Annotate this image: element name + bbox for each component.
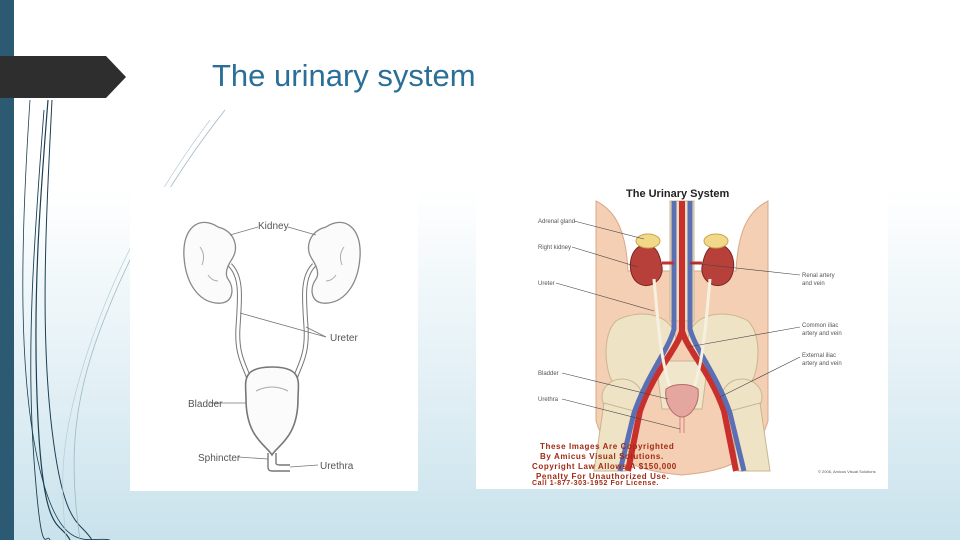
label-right-kidney: Right kidney <box>538 245 571 251</box>
label-adrenal-gland: Adrenal gland <box>538 219 575 225</box>
decorative-swoosh-lines <box>22 99 226 540</box>
urinary-diagram-detailed: The Urinary System Adrenal gland Right k… <box>476 171 888 489</box>
urinary-diagram-anatomy: The Urinary System Adrenal gland Right k… <box>532 188 876 487</box>
copyright-line-3: Copyright Law Allows A $150,000 <box>532 462 677 471</box>
label-anatomy-urethra: Urethra <box>538 397 559 403</box>
urethra-shape <box>267 453 290 472</box>
anatomy-right-kidney <box>701 244 735 287</box>
label-anatomy-ureter: Ureter <box>538 281 555 287</box>
copyright-line-2: By Amicus Visual Solutions. <box>540 452 664 461</box>
anatomy-left-kidney <box>629 244 663 287</box>
small-credit: © 2006, Amicus Visual Solutions <box>818 469 876 474</box>
label-bladder: Bladder <box>188 399 223 410</box>
anatomy-bladder <box>665 384 699 418</box>
bladder-shape <box>244 366 300 457</box>
label-renal-artery-2: and vein <box>802 281 825 287</box>
label-external-iliac-2: artery and vein <box>802 361 842 367</box>
right-kidney-shape <box>307 221 361 304</box>
label-ureter: Ureter <box>330 333 358 344</box>
copyright-line-5: Call 1-877-303-1952 For License. <box>532 480 659 487</box>
label-renal-artery-1: Renal artery <box>802 273 835 279</box>
left-accent-band <box>0 0 14 540</box>
slide-title: The urinary system <box>212 58 476 93</box>
label-common-iliac-1: Common iliac <box>802 323 838 329</box>
title-tab-marker <box>0 56 126 98</box>
copyright-line-1: These Images Are Copyrighted <box>540 442 674 451</box>
urinary-diagram-drawing: Kidney Ureter Bladder Sphincter Urethra <box>183 221 361 472</box>
label-external-iliac-1: External iliac <box>802 353 836 359</box>
left-ureter <box>228 263 253 383</box>
label-common-iliac-2: artery and vein <box>802 331 842 337</box>
copyright-line-4: Penalty For Unauthorized Use. <box>536 472 669 481</box>
label-kidney: Kidney <box>258 221 289 232</box>
label-anatomy-bladder: Bladder <box>538 371 559 377</box>
label-urethra: Urethra <box>320 461 354 472</box>
left-kidney-shape <box>183 221 237 304</box>
urinary-diagram-simple: Kidney Ureter Bladder Sphincter Urethra <box>130 187 418 491</box>
label-sphincter: Sphincter <box>198 453 241 464</box>
right-ureter <box>291 263 316 383</box>
anatomy-title: The Urinary System <box>626 188 730 200</box>
